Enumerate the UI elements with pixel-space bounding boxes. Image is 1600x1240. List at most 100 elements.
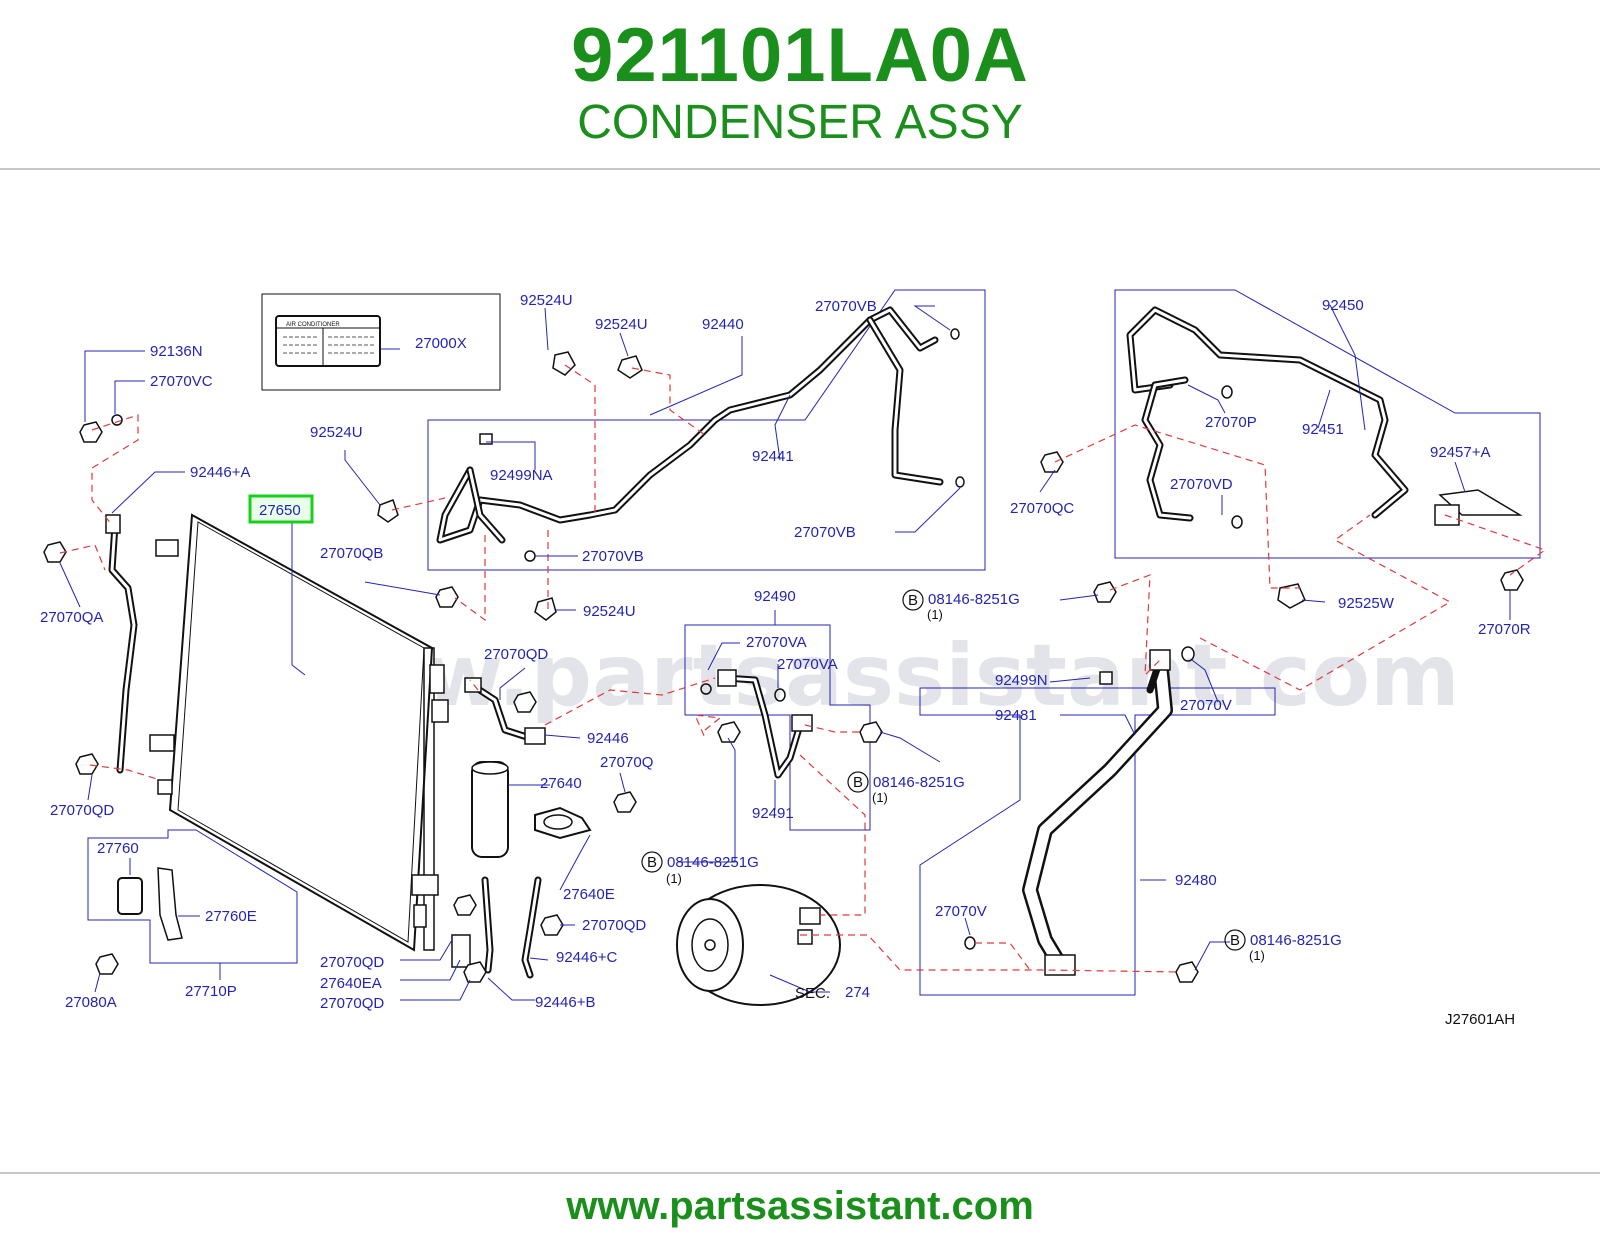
callout-27070V-1: 27070V — [1180, 697, 1232, 714]
pipe-92446 — [464, 677, 546, 745]
callout-92446-c: 92446+C — [556, 949, 617, 966]
callout-92446-a: 92446+A — [190, 464, 250, 481]
label-box-frame — [261, 293, 501, 391]
qty-1: (1) — [927, 607, 943, 622]
callout-27070VB-3: 27070VB — [582, 548, 644, 565]
callout-92525W: 92525W — [1338, 595, 1395, 612]
callout-92450: 92450 — [1322, 297, 1364, 314]
callout-92524U-3: 92524U — [310, 424, 363, 441]
callout-08146-8251G-1: 08146-8251G — [928, 591, 1020, 608]
qty-2: (1) — [872, 790, 888, 805]
bolt-icon — [43, 421, 1524, 983]
callout-27640: 27640 — [540, 775, 582, 792]
group-box-92490 — [684, 624, 871, 831]
pipe-92451 — [1126, 306, 1409, 522]
sensor-bracket-27760e — [157, 867, 183, 941]
callout-27070P: 27070P — [1205, 414, 1257, 431]
air-conditioner-label-icon: AIR CONDITIONER — [275, 315, 381, 367]
callout-27070QD-mid: 27070QD — [484, 646, 548, 663]
bolt-ref-b-2: B — [853, 774, 863, 791]
o-ring-icon — [111, 328, 1243, 950]
callout-27070VB-2: 27070VB — [794, 524, 856, 541]
callout-labels: 92136N 27070VC 92446+A 27070QA 27070QD 2… — [40, 292, 1531, 1028]
callout-27070QD-left: 27070QD — [50, 802, 114, 819]
callout-27650: 27650 — [259, 502, 301, 519]
bracket-92457-a — [1434, 489, 1523, 526]
callout-27070VB-1: 27070VB — [815, 298, 877, 315]
callout-27070QB: 27070QB — [320, 545, 383, 562]
callout-92446: 92446 — [587, 730, 629, 747]
section-ref-label: SEC. — [795, 985, 830, 1002]
callout-92491: 92491 — [752, 805, 794, 822]
callout-92446-b: 92446+B — [535, 994, 595, 1011]
callout-27070Q: 27070Q — [600, 754, 653, 771]
group-box-92450 — [1114, 289, 1541, 559]
diagram-code: J27601AH — [1445, 1011, 1515, 1028]
pipe-92491 — [717, 669, 813, 779]
callout-27710P: 27710P — [185, 983, 237, 1000]
callout-92490: 92490 — [754, 588, 796, 605]
highlight-box-27650 — [248, 494, 314, 524]
callout-27070VC: 27070VC — [150, 373, 213, 390]
qty-3: (1) — [666, 871, 682, 886]
callout-92457-a: 92457+A — [1430, 444, 1490, 461]
receiver-drier — [471, 761, 509, 858]
label-box-title: AIR CONDITIONER — [286, 322, 340, 328]
drier-bracket-27640e — [534, 806, 592, 840]
hose-92481 — [1022, 649, 1173, 976]
callout-92524U-4: 92524U — [583, 603, 636, 620]
pressure-sensor-27760 — [117, 877, 143, 915]
callout-27070QD-b2: 27070QD — [320, 954, 384, 971]
callout-27080A: 27080A — [65, 994, 117, 1011]
bolt-ref-b-3: B — [647, 854, 657, 871]
callout-27760: 27760 — [97, 840, 139, 857]
callout-27640E: 27640E — [563, 886, 615, 903]
section-ref-number: 274 — [845, 984, 870, 1001]
part-name-subtitle: CONDENSER ASSY — [577, 96, 1023, 149]
bolt-ref-b-1: B — [908, 592, 918, 609]
leader-lines — [59, 304, 1511, 1001]
callout-92440: 92440 — [702, 316, 744, 333]
callout-92136N: 92136N — [150, 343, 203, 360]
callout-92441: 92441 — [752, 448, 794, 465]
pipe-92446-c — [521, 876, 542, 979]
callout-27760E: 27760E — [205, 908, 257, 925]
callout-08146-8251G-4: 08146-8251G — [1250, 932, 1342, 949]
bolt-ref-b-4: B — [1230, 932, 1240, 949]
part-number-title: 921101LA0A — [571, 13, 1029, 98]
pipe-92446-a — [105, 514, 138, 774]
drier-bracket-27640ea — [451, 934, 471, 968]
qty-4: (1) — [1249, 948, 1265, 963]
callout-08146-8251G-3: 08146-8251G — [667, 854, 759, 871]
condenser-core — [149, 513, 449, 952]
callout-27070R: 27070R — [1478, 621, 1531, 638]
compressor — [676, 884, 841, 1006]
callout-92499NA: 92499NA — [490, 467, 553, 484]
clip-icon — [377, 351, 1306, 685]
callout-92480: 92480 — [1175, 872, 1217, 889]
callout-27640EA: 27640EA — [320, 975, 382, 992]
callout-92499N: 92499N — [995, 672, 1048, 689]
callout-92524U-2: 92524U — [595, 316, 648, 333]
assembly-dashed-lines — [59, 364, 1547, 973]
footer-divider — [0, 1172, 1600, 1174]
header-divider — [0, 168, 1600, 170]
parts-diagram: www.partsassistant.com AIR CONDITIONER — [40, 289, 1547, 1028]
group-box-92480 — [919, 687, 1276, 996]
group-box-92440 — [427, 289, 986, 571]
callout-27070VD: 27070VD — [1170, 476, 1233, 493]
callout-92481: 92481 — [995, 707, 1037, 724]
bolt-ref-circles — [641, 589, 1246, 951]
pipe-92446-b — [481, 876, 494, 974]
callout-27070V-2: 27070V — [935, 903, 987, 920]
callout-27070QD-b3: 27070QD — [320, 995, 384, 1012]
callout-27070VA-1: 27070VA — [746, 634, 807, 651]
callout-27070QC: 27070QC — [1010, 500, 1074, 517]
group-box-27710P — [87, 829, 298, 964]
footer-url[interactable]: www.partsassistant.com — [566, 1184, 1034, 1228]
callout-27070QA: 27070QA — [40, 609, 103, 626]
watermark: www.partsassistant.com — [265, 626, 1460, 726]
callout-27070VA-2: 27070VA — [777, 656, 838, 673]
callout-08146-8251G-2: 08146-8251G — [873, 774, 965, 791]
pipe-92441 — [436, 306, 944, 544]
